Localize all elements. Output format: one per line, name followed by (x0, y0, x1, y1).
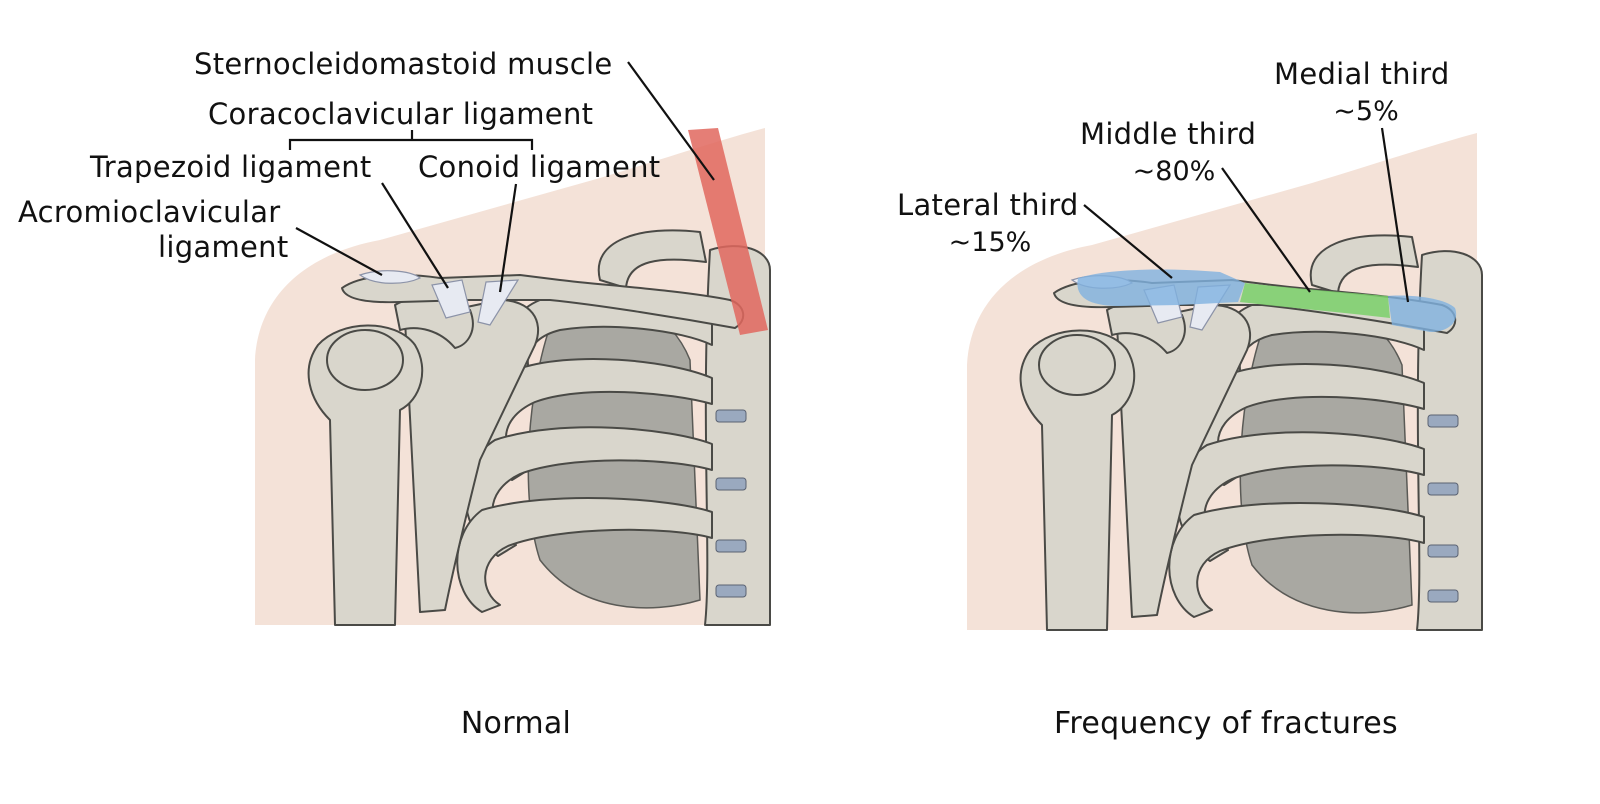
label-trapezoid: Trapezoid ligament (89, 150, 372, 184)
percent-middle-third: ~80% (1133, 156, 1216, 187)
label-middle-third: Middle third (1080, 117, 1256, 151)
label-sternocleidomastoid: Sternocleidomastoid muscle (194, 47, 613, 81)
label-lateral-third: Lateral third (897, 188, 1079, 222)
label-coracoclavicular: Coracoclavicular ligament (208, 97, 593, 131)
label-medial-third: Medial third (1274, 57, 1450, 91)
leader-medial-third (1380, 127, 1410, 303)
leader-sternocleidomastoid (627, 61, 715, 181)
percent-lateral-third: ~15% (949, 227, 1032, 258)
region-middle-third (1240, 283, 1390, 318)
region-lateral-third (1077, 269, 1245, 306)
region-medial-third (1388, 295, 1457, 332)
label-conoid: Conoid ligament (418, 150, 660, 184)
leader-lateral-third (1083, 204, 1173, 279)
caption-normal: Normal (461, 706, 571, 741)
leader-conoid (498, 183, 518, 293)
leader-acromioclavicular (295, 227, 383, 276)
leader-trapezoid (381, 182, 449, 289)
fracture-panel: Medial third ~5% Middle third ~80% Later… (897, 57, 1483, 741)
leader-middle-third (1221, 167, 1311, 293)
normal-panel: Sternocleidomastoid muscle Coracoclavicu… (18, 47, 771, 741)
percent-medial-third: ~5% (1333, 96, 1398, 127)
label-acromioclavicular-line2: ligament (158, 230, 289, 264)
sternocleidomastoid-muscle-shape (688, 128, 768, 335)
bracket-coracoclavicular (288, 130, 534, 150)
caption-fractures: Frequency of fractures (1054, 706, 1398, 741)
label-acromioclavicular-line1: Acromioclavicular (18, 195, 281, 229)
